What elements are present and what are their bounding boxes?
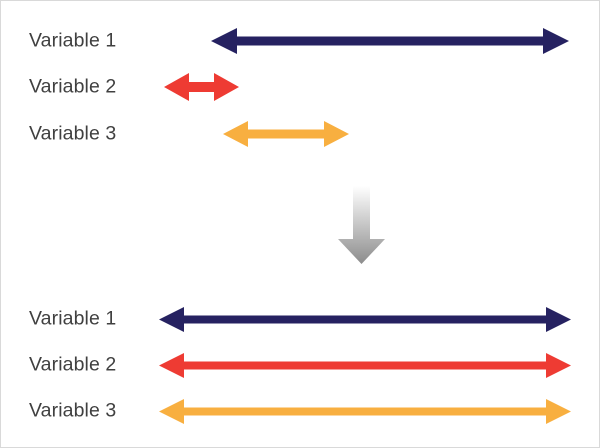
variable-3-scaled-arrow <box>159 398 571 424</box>
row-label-3: Variable 3 <box>29 122 117 145</box>
transform-arrow-shape <box>337 186 385 264</box>
variable-2-range-arrow-shape <box>164 73 239 101</box>
downward-transform-arrow <box>337 186 385 264</box>
row-label-2: Variable 2 <box>29 353 117 376</box>
row-label-3: Variable 3 <box>29 399 117 422</box>
variable-1-range-arrow-shape <box>211 28 569 54</box>
row-label-2: Variable 2 <box>29 75 117 98</box>
variable-1-scaled-arrow <box>159 306 571 332</box>
variable-2-scaled-arrow-shape <box>159 352 571 378</box>
variable-3-scaled-arrow-shape <box>159 398 571 424</box>
variable-1-range-arrow <box>211 28 569 54</box>
variable-2-range-arrow <box>164 73 239 101</box>
row-label-1: Variable 1 <box>29 29 117 52</box>
row-label-1: Variable 1 <box>29 307 117 330</box>
variable-3-range-arrow-shape <box>223 121 349 147</box>
variable-2-scaled-arrow <box>159 352 571 378</box>
variable-1-scaled-arrow-shape <box>159 306 571 332</box>
variable-3-range-arrow <box>223 121 349 147</box>
